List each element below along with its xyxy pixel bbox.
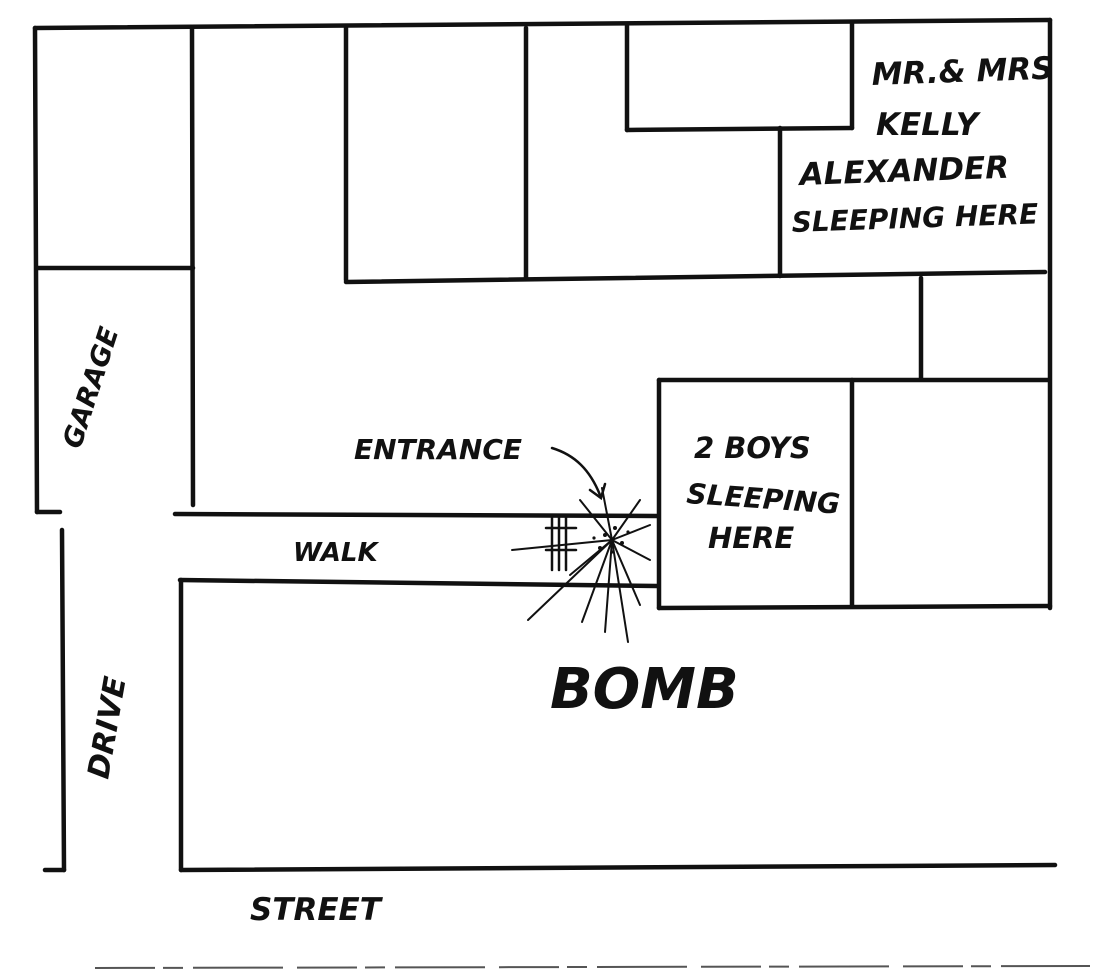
drive-label: DRIVE bbox=[81, 673, 133, 781]
house-walls bbox=[32, 17, 1058, 873]
labels: MR.& MRS KELLY ALEXANDER SLEEPING HERE 2… bbox=[57, 51, 1054, 928]
interior-rooms bbox=[343, 19, 1053, 611]
walk-label: WALK bbox=[293, 538, 379, 568]
owners-label-line-4: SLEEPING HERE bbox=[791, 197, 1039, 239]
bomb-blast-marks bbox=[511, 487, 651, 643]
owners-label-line-3: ALEXANDER bbox=[796, 150, 1010, 193]
entrance-label: ENTRANCE bbox=[354, 433, 522, 466]
bomb-label: BOMB bbox=[550, 657, 739, 722]
owners-label-line-1: MR.& MRS bbox=[871, 51, 1054, 93]
entrance-arrow bbox=[550, 446, 607, 501]
garage-label: GARAGE bbox=[57, 323, 125, 452]
boys-label-line-2: SLEEPING bbox=[686, 477, 842, 521]
owners-label-line-2: KELLY bbox=[876, 107, 982, 143]
boys-label-line-3: HERE bbox=[708, 521, 794, 555]
boys-label-line-1: 2 BOYS bbox=[694, 431, 811, 465]
street-label: STREET bbox=[250, 892, 384, 928]
bottom-scan-rule bbox=[94, 965, 1091, 969]
